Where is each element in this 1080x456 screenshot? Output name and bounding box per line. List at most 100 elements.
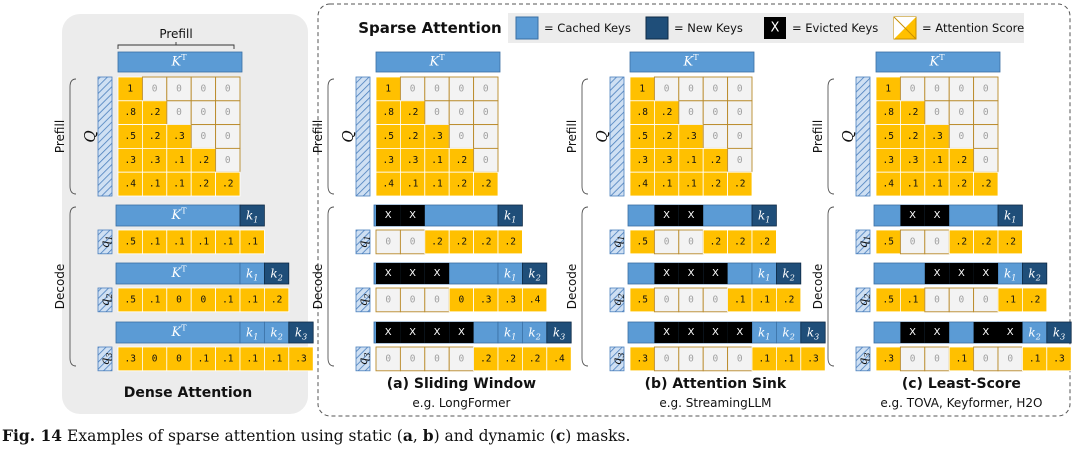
leastscore-decode-3-evicted-1-mark: X	[909, 327, 916, 338]
sliding-decode-3-score-6-text: .2	[529, 353, 540, 364]
leastscore-prefill-cell-1-0-text: .8	[882, 107, 894, 118]
caption-a: a	[402, 426, 413, 445]
sink-decode-1-score-5-text: .2	[758, 236, 769, 247]
sliding-decode-3-score-3-text: 0	[459, 353, 465, 364]
caption-c: c	[555, 426, 566, 445]
sliding-decode-3-score-4-text: .2	[480, 353, 491, 364]
leastscore-decode-3-score-4-text: 0	[983, 353, 989, 364]
sink-prefill-cell-2-3-text: 0	[713, 131, 719, 142]
legend-score-diagonal	[893, 16, 917, 40]
leastscore-prefill-cell-0-0-text: 1	[885, 83, 891, 94]
leastscore-decode-3-evicted-4	[973, 322, 998, 343]
sink-decode-2-score-2-text: 0	[688, 294, 694, 305]
leastscore-decode-1-score-3-text: .2	[956, 236, 967, 247]
sliding-decode-3-evicted-1-mark: X	[409, 327, 416, 338]
sliding-decode-1-score-5	[497, 229, 523, 255]
leastscore-decode-2-score-1-text: .1	[907, 294, 919, 305]
leastscore-decode-3-q-cell	[855, 346, 871, 372]
leastscore-prefill-cell-1-1-text: .2	[907, 107, 918, 118]
sink-decode-3-evicted-3-mark: X	[712, 327, 719, 338]
sink-decode-2-evicted-3	[703, 263, 728, 284]
sliding-decode-3-key-3	[546, 321, 572, 344]
sliding-decode-3-score-7-text: .4	[553, 353, 565, 364]
sliding-decode-bracket	[327, 206, 335, 367]
sliding-prefill-cell-2-1-text: .2	[407, 131, 418, 142]
sliding-prefill-cell-3-2-text: .1	[431, 155, 443, 166]
legend-cached-swatch	[515, 16, 539, 40]
dense-prefill-cell-2-4-text: 0	[225, 131, 231, 142]
dense-prefill-cell-3-4-text: 0	[225, 155, 231, 166]
sink-prefill-cell-1-2-text: 0	[688, 107, 694, 118]
leastscore-decode-2-evicted-4-mark: X	[982, 268, 989, 279]
leastscore-decode-2-score-0-text: .5	[882, 294, 893, 305]
sliding-decode-2-score-1-text: 0	[410, 294, 416, 305]
sink-prefill-cell-1-1-text: .2	[661, 107, 672, 118]
leastscore-prefill-cell-3-2-text: .1	[931, 155, 943, 166]
dense-decode-bracket	[69, 206, 77, 367]
sliding-prefill-cell-4-2-text: .1	[431, 179, 443, 190]
dense-prefill-cell-1-3-text: 0	[201, 107, 207, 118]
sink-decode-2-evicted-1	[654, 263, 679, 284]
dense-prefill-side-label: Prefill	[53, 120, 67, 153]
sliding-prefill-cell-1-1-text: .2	[407, 107, 418, 118]
sliding-prefill-bracket	[327, 78, 335, 195]
leastscore-decode-3-evicted-2	[924, 322, 950, 343]
leastscore-decode-1-score-4-text: .2	[980, 236, 991, 247]
sink-decode-3-evicted-2-mark: X	[688, 327, 695, 338]
sliding-decode-3-evicted-2-mark: X	[434, 327, 441, 338]
leastscore-prefill-cell-3-1-text: .3	[907, 155, 918, 166]
sliding-prefill-cell-1-2-text: 0	[434, 107, 440, 118]
leastscore-decode-2-evicted-3	[949, 263, 974, 284]
sink-decode-2-score-1-text: 0	[664, 294, 670, 305]
sink-decode-3-score-1-text: 0	[664, 353, 670, 364]
sink-prefill-cell-1-4-text: 0	[737, 107, 743, 118]
sink-decode-2-key-2	[776, 262, 802, 285]
sink-decode-2-score-6-text: .2	[783, 294, 794, 305]
dense-decode-3-score-4-text: .1	[222, 353, 234, 364]
sliding-prefill-cell-2-4-text: 0	[483, 131, 489, 142]
sink-decode-3-score-7	[800, 346, 826, 372]
leastscore-prefill-cell-2-3-text: 0	[959, 131, 965, 142]
sink-prefill-cell-1-3-text: 0	[713, 107, 719, 118]
sink-prefill-cell-0-2-text: 0	[688, 83, 694, 94]
sink-decode-3-key-3	[800, 321, 826, 344]
sliding-decode-1-evicted-0	[376, 205, 401, 226]
sink-decode-2-evicted-2	[678, 263, 704, 284]
leastscore-decode-3-key-3	[1046, 321, 1072, 344]
legend-new-label: = New Keys	[674, 21, 743, 35]
dense-prefill-cell-1-1-text: .2	[149, 107, 160, 118]
dense-decode-2-score-1-text: .1	[149, 294, 161, 305]
dense-title: Dense Attention	[124, 385, 253, 401]
sliding-decode-3-evicted-0-mark: X	[385, 327, 392, 338]
sink-prefill-cell-3-3-text: .2	[710, 155, 721, 166]
sliding-decode-2-evicted-0	[376, 263, 401, 284]
sink-prefill-cell-0-4-text: 0	[737, 83, 743, 94]
leastscore-decode-2-score-4-text: 0	[983, 294, 989, 305]
sliding-decode-1-score-2-text: .2	[431, 236, 442, 247]
sliding-decode-2-score-6	[522, 287, 548, 313]
leastscore-prefill-cell-2-1-text: .2	[907, 131, 918, 142]
sliding-q-label: Q	[339, 130, 357, 142]
sink-subtitle: e.g. StreamingLLM	[659, 396, 771, 410]
sliding-decode-2-q-cell	[355, 287, 371, 313]
sliding-prefill-cell-4-3-text: .2	[456, 179, 467, 190]
sink-decode-3-score-3-text: 0	[713, 353, 719, 364]
sink-decode-3-evicted-1	[654, 322, 679, 343]
dense-decode-3-score-0-text: .3	[124, 353, 135, 364]
sink-prefill-cell-2-2-text: .3	[685, 131, 696, 142]
sink-decode-3-score-0-text: .3	[636, 353, 647, 364]
sink-decode-1-evicted-2-mark: X	[688, 210, 695, 221]
dense-prefill-bracket	[69, 78, 77, 195]
sliding-prefill-cell-3-4-text: 0	[483, 155, 489, 166]
dense-decode-2-q-cell	[97, 287, 113, 313]
sink-decode-1-key-1	[751, 204, 777, 227]
sliding-prefill-cell-4-0-text: .4	[382, 179, 394, 190]
leastscore-decode-2-q-cell	[855, 287, 871, 313]
dense-prefill-cell-4-4-text: .2	[222, 179, 233, 190]
sliding-decode-2-score-0-text: 0	[385, 294, 391, 305]
sink-decode-2-score-0-text: .5	[636, 294, 647, 305]
sink-decode-bracket	[581, 206, 589, 367]
leastscore-prefill-cell-4-1-text: .1	[907, 179, 919, 190]
sliding-prefill-cell-2-2-text: .3	[431, 131, 442, 142]
sliding-prefill-cell-4-4	[473, 171, 499, 197]
